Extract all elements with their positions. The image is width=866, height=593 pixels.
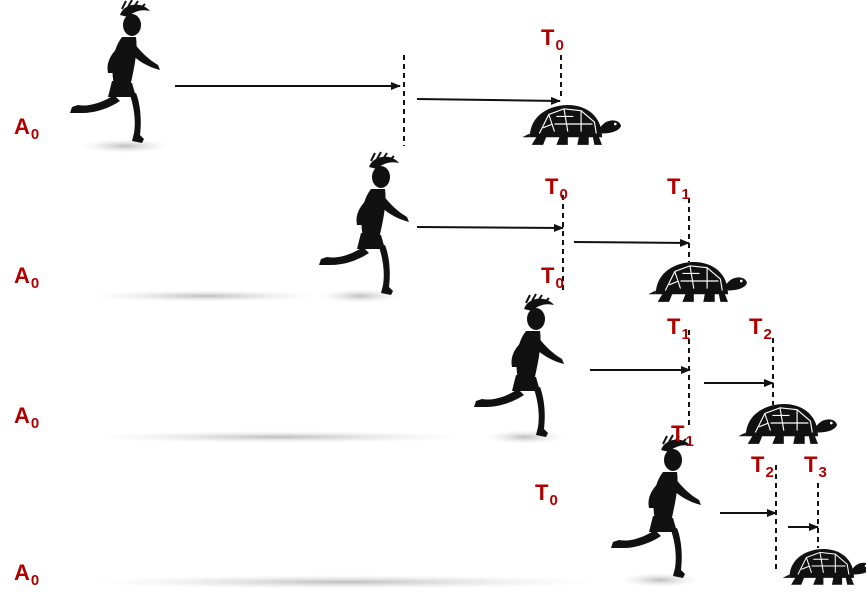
ground-shadow-2 xyxy=(90,290,320,302)
tortoise-label-row-2-t1: T1 xyxy=(667,174,690,203)
achilles-runner-icon xyxy=(69,0,161,144)
ground-shadow-5 xyxy=(485,430,565,444)
tortoise-label-row-4-t2: T2 xyxy=(751,452,774,481)
tortoise-label-row-3-t0: T0 xyxy=(541,263,564,292)
runner-label-row-4: A0 xyxy=(14,560,40,589)
tortoise-label-row-4-t1: T1 xyxy=(671,421,694,450)
ground-shadow-7 xyxy=(620,573,700,587)
achilles-runner-icon xyxy=(473,293,565,438)
tortoise-icon xyxy=(521,104,622,146)
achilles-runner-icon xyxy=(318,151,410,296)
ground-shadow-3 xyxy=(320,289,400,303)
tortoise-icon xyxy=(647,261,748,303)
arrow-4 xyxy=(573,238,690,247)
arrow-2 xyxy=(416,96,561,105)
tortoise-label-row-4-t0: T0 xyxy=(535,480,558,509)
ground-shadow-1 xyxy=(80,139,170,153)
tortoise-label-row-2-t0: T0 xyxy=(545,174,568,203)
tortoise-label-row-3-t2: T2 xyxy=(749,314,772,343)
ground-shadow-4 xyxy=(90,431,470,443)
runner-label-row-3: A0 xyxy=(14,403,40,432)
runner-label-row-2: A0 xyxy=(14,263,40,292)
tortoise-icon xyxy=(737,403,838,445)
ground-shadow-6 xyxy=(85,575,605,589)
achilles-runner-icon xyxy=(610,434,702,579)
tortoise-label-row-1-t0: T0 xyxy=(541,25,564,54)
runner-label-row-1: A0 xyxy=(14,114,40,143)
tortoise-label-row-3-t1: T1 xyxy=(667,314,690,343)
arrow-3 xyxy=(416,223,564,232)
tortoise-label-row-4-t3: T3 xyxy=(804,452,827,481)
tortoise-icon xyxy=(782,548,866,586)
